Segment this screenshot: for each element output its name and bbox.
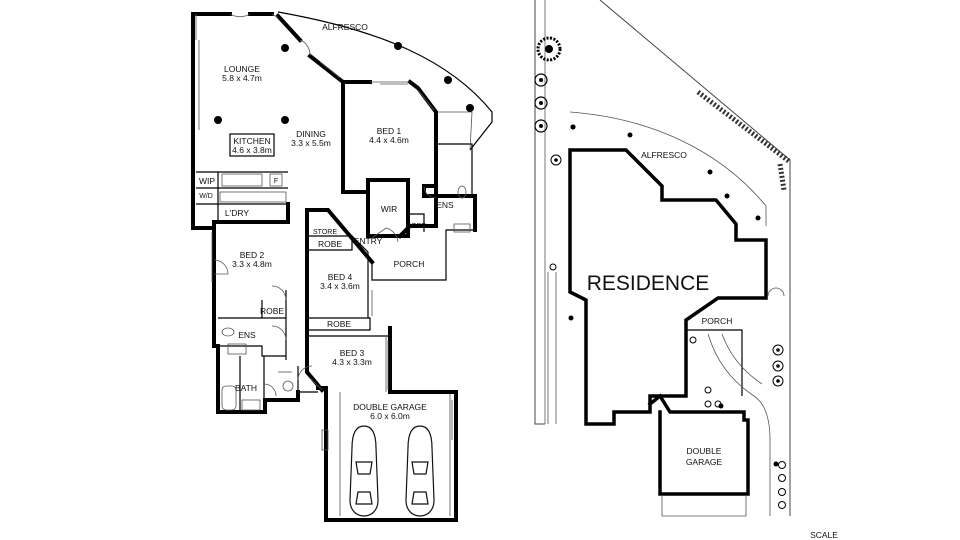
site-alfresco-label: ALFRESCO xyxy=(641,150,687,160)
bed4-size: 3.4 x 3.6m xyxy=(320,281,360,291)
robe-bed3-label: ROBE xyxy=(327,319,351,329)
robe-small-label: ROBE xyxy=(406,223,426,230)
fridge-box xyxy=(269,173,283,187)
scale-label: SCALE xyxy=(810,530,838,540)
ldry-label: L'DRY xyxy=(225,208,249,218)
site-garage-footprint xyxy=(647,393,750,496)
site-alfresco-lights xyxy=(568,124,779,467)
residence-footprint xyxy=(568,148,768,426)
side-fence xyxy=(547,272,557,424)
bed2-label: BED 2 xyxy=(240,250,265,260)
site-plan: ALFRESCO RESIDENCE PORCH DOUBLE GARAGE S… xyxy=(534,0,838,540)
bathroom-fixtures xyxy=(221,185,471,411)
alfresco-lights xyxy=(214,42,474,124)
site-garage-label-2: GARAGE xyxy=(686,457,723,467)
kitchen-island xyxy=(229,133,275,157)
bath-label: BATH xyxy=(235,383,257,393)
door-swings xyxy=(213,13,437,397)
kitchen-bench xyxy=(221,173,263,187)
garage-size: 6.0 x 6.0m xyxy=(370,411,410,421)
bed2-size: 3.3 x 4.8m xyxy=(232,259,272,269)
bed1-size: 4.4 x 4.6m xyxy=(369,135,409,145)
bed3-label: BED 3 xyxy=(340,348,365,358)
floor-plan: ALFRESCO LOUNGE 5.8 x 4.7m KITCHEN 4.6 x… xyxy=(191,11,493,522)
wip-label: WIP xyxy=(199,176,215,186)
site-alfresco-edge xyxy=(569,111,767,226)
driveway-2 xyxy=(721,333,763,385)
garage-label: DOUBLE GARAGE xyxy=(353,402,427,412)
lot-boundary-top xyxy=(599,0,791,516)
site-garage-label-1: DOUBLE xyxy=(687,446,722,456)
wd-label: W/D xyxy=(199,193,213,200)
bed3-size: 4.3 x 3.3m xyxy=(332,357,372,367)
dining-size: 3.3 x 5.5m xyxy=(291,138,331,148)
robe-bed4-label: ROBE xyxy=(318,239,342,249)
lounge-label: LOUNGE xyxy=(224,64,260,74)
dining-label: DINING xyxy=(296,129,326,139)
garage-cars xyxy=(321,425,435,517)
alfresco-inner xyxy=(438,111,473,151)
wir-label: WIR xyxy=(381,204,398,214)
residence-label: RESIDENCE xyxy=(587,272,710,295)
robe-bed2-label: ROBE xyxy=(260,306,284,316)
fridge-label: F xyxy=(274,178,278,185)
alfresco-label: ALFRESCO xyxy=(322,22,368,32)
ens2-label: ENS xyxy=(238,330,256,340)
store-label: STORE xyxy=(313,229,337,236)
driveway xyxy=(707,333,771,516)
porch-label: PORCH xyxy=(394,259,425,269)
alfresco-edge xyxy=(277,11,493,151)
ens1-label: ENS xyxy=(436,200,454,210)
garden-hedge xyxy=(696,90,792,164)
laundry-bench xyxy=(219,191,287,203)
exterior-walls xyxy=(191,12,477,522)
bed4-label: BED 4 xyxy=(328,272,353,282)
site-porch xyxy=(686,329,743,396)
kitchen-label: KITCHEN xyxy=(233,136,270,146)
site-porch-label: PORCH xyxy=(702,316,733,326)
interior-walls xyxy=(196,143,475,516)
kitchen-size: 4.6 x 3.8m xyxy=(232,145,272,155)
windows xyxy=(195,14,453,440)
bed1-label: BED 1 xyxy=(377,126,402,136)
garden-hedge-2 xyxy=(777,163,787,191)
lot-boundary xyxy=(534,0,545,425)
entry-label: ENTRY xyxy=(354,236,383,246)
side-gate xyxy=(767,287,785,297)
site-garage-apron xyxy=(661,496,747,517)
lounge-size: 5.8 x 4.7m xyxy=(222,73,262,83)
